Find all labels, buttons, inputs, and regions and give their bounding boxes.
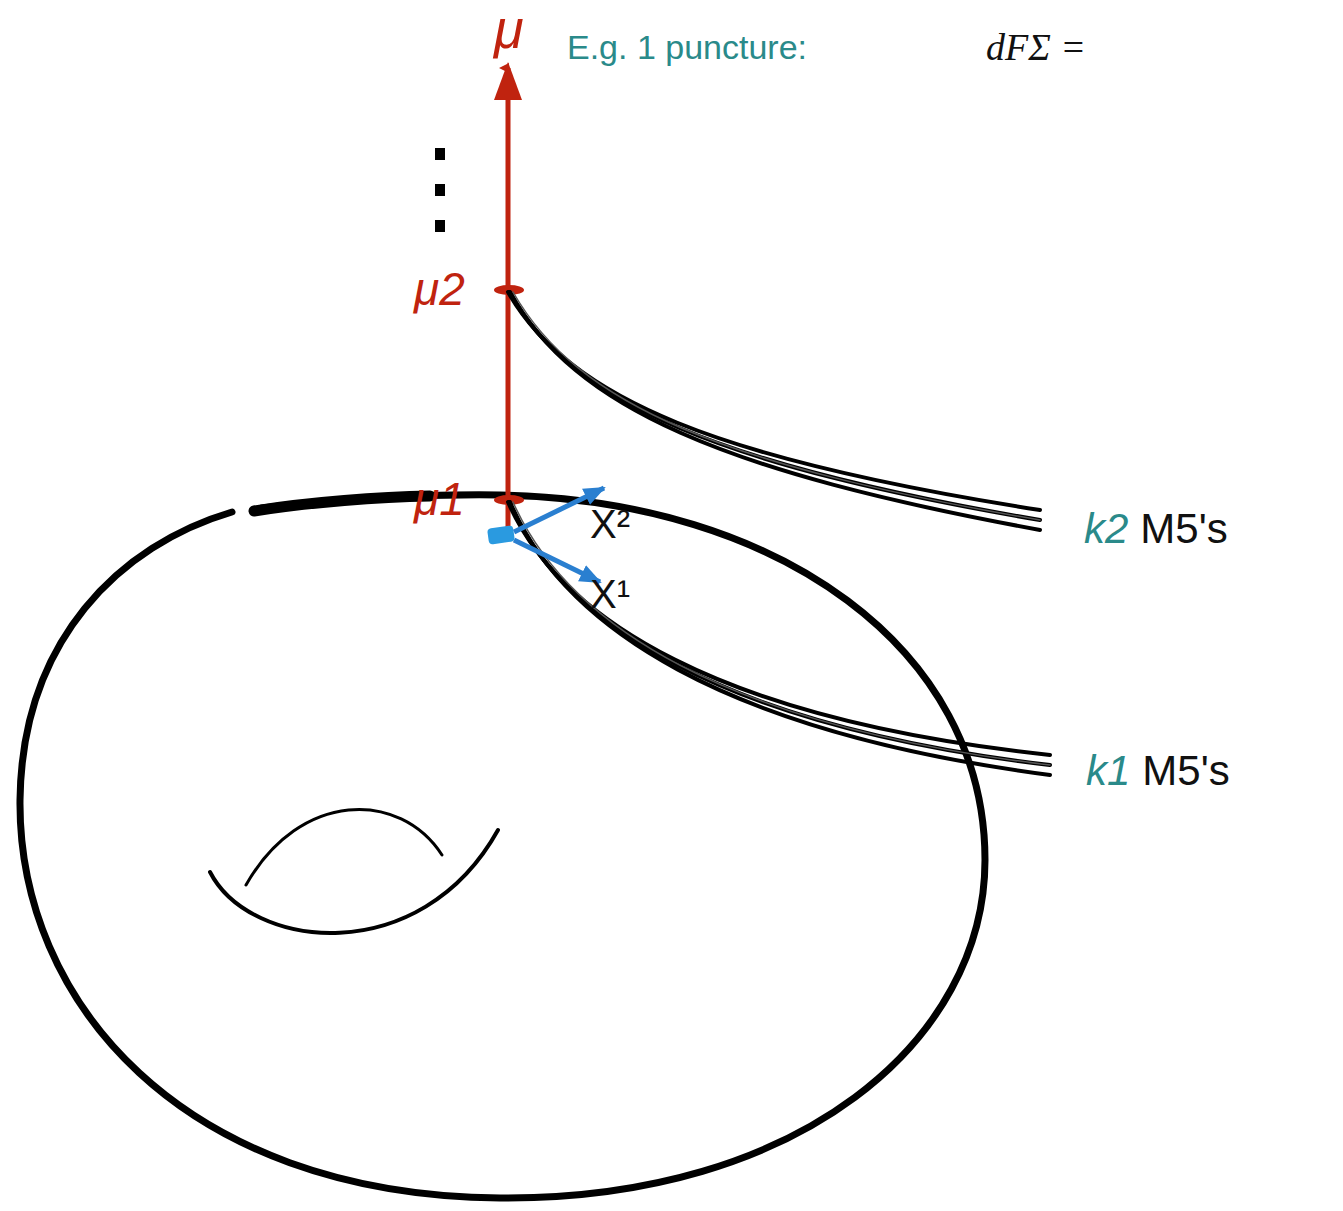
ellipsis-dot [435,148,445,160]
brane-count: k2 [1084,508,1128,550]
axis-name: X¹ [590,574,630,614]
m5-bundle [508,502,1050,775]
torus-back-edge [254,496,430,511]
ellipsis-dot [435,220,445,232]
mu-axis [506,68,511,535]
torus-outline [20,495,985,1198]
brane-label: M5's [1142,750,1229,792]
brane-count: k1 [1086,750,1130,792]
frame-arrow [514,540,600,582]
tick-label: μ1 [414,476,465,522]
ellipsis-dot [435,184,445,196]
formula-text: dFΣ = [986,28,1086,66]
frame-box [487,525,515,544]
brane-label: M5's [1140,508,1227,550]
tick-label: μ2 [414,266,465,312]
torus-hole-lower [210,830,498,933]
axis-name: X² [590,504,630,544]
torus-hole-upper [246,809,442,885]
mu-axis-head [494,62,522,100]
caption-text: E.g. 1 puncture: [567,30,807,64]
axis-label: μ [494,2,524,56]
